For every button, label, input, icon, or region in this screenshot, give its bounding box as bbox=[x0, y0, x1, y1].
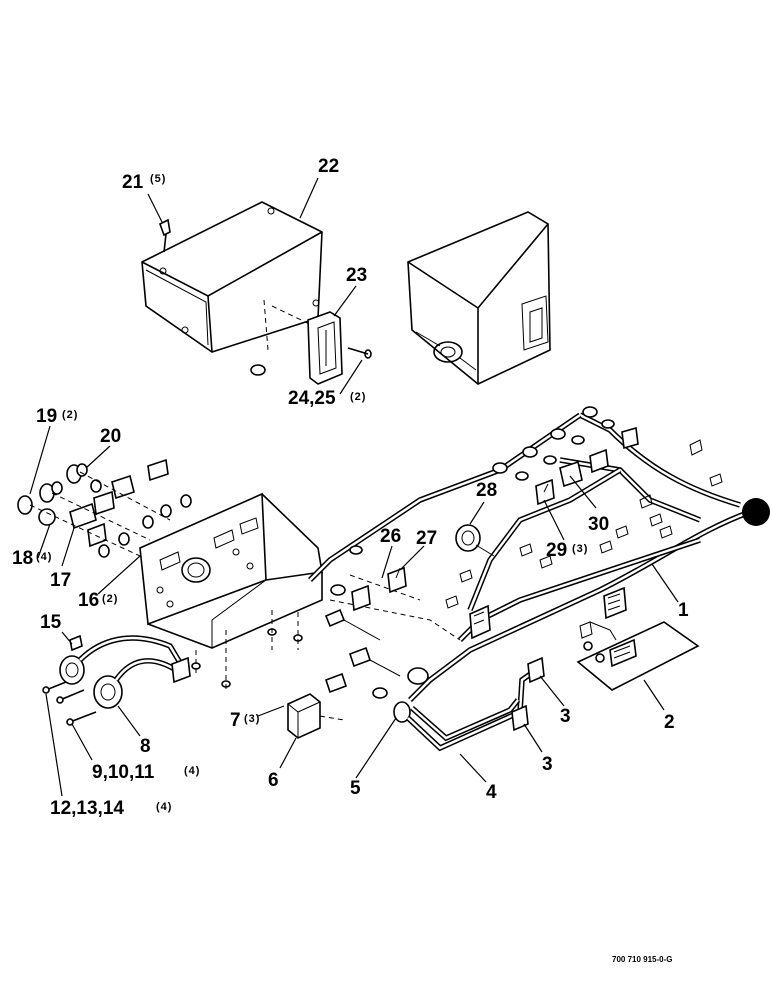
callout-4: 4 bbox=[486, 782, 497, 803]
callout-labels: 21 (5) 22 23 24,25 (2) 19 (2) 20 18 (4) … bbox=[12, 156, 689, 819]
wire-harness-4 bbox=[406, 656, 545, 752]
callout-26: 26 bbox=[380, 526, 401, 547]
callout-8: 8 bbox=[140, 736, 151, 757]
screw-21-icon bbox=[159, 218, 171, 253]
connectors-8-15 bbox=[59, 634, 191, 709]
callout-29-qty: (3) bbox=[572, 543, 588, 555]
circuit-board-2 bbox=[576, 621, 700, 691]
callout-5: 5 bbox=[350, 778, 361, 799]
callout-24-25: 24,25 bbox=[288, 388, 336, 409]
callout-12-13-14-qty: (4) bbox=[156, 801, 172, 813]
callout-24-25-qty: (2) bbox=[350, 391, 366, 403]
callout-6: 6 bbox=[268, 770, 279, 791]
callout-28: 28 bbox=[476, 480, 497, 501]
callout-30: 30 bbox=[588, 514, 609, 535]
callout-23: 23 bbox=[346, 265, 367, 286]
bracket-23-icon bbox=[307, 311, 343, 385]
callout-20: 20 bbox=[100, 426, 121, 447]
mounting-panel bbox=[139, 492, 323, 690]
callout-21-qty: (5) bbox=[150, 173, 166, 185]
callout-15: 15 bbox=[40, 612, 62, 633]
callout-16-qty: (2) bbox=[102, 593, 118, 605]
callout-3a: 3 bbox=[560, 706, 571, 727]
callout-27: 27 bbox=[416, 528, 437, 549]
fuse-holders-7 bbox=[324, 608, 401, 694]
drawing-number: 700 710 915-0-G bbox=[612, 955, 673, 964]
callout-7: 7 bbox=[230, 710, 241, 731]
switch-26-27-icon bbox=[351, 566, 407, 612]
callout-19: 19 bbox=[36, 406, 57, 427]
wire-harness-1 bbox=[308, 412, 770, 702]
callout-3b: 3 bbox=[542, 754, 553, 775]
callout-18-qty: (4) bbox=[36, 551, 52, 563]
screws-9-14 bbox=[42, 681, 97, 726]
callout-16: 16 bbox=[78, 590, 99, 611]
callout-12-13-14: 12,13,14 bbox=[50, 798, 124, 819]
callout-1: 1 bbox=[678, 600, 689, 621]
callout-9-10-11: 9,10,11 bbox=[92, 762, 155, 783]
knobs-switches-group bbox=[17, 458, 192, 558]
buzzer-28-icon bbox=[455, 524, 495, 557]
connector-5-icon bbox=[393, 667, 429, 723]
callout-7-qty: (3) bbox=[244, 713, 260, 725]
switch-30-icon bbox=[559, 426, 639, 488]
screw-24-25-icon bbox=[347, 347, 372, 359]
callout-18: 18 bbox=[12, 548, 33, 569]
callout-21: 21 bbox=[122, 172, 144, 193]
callout-22: 22 bbox=[318, 156, 339, 177]
washer-row bbox=[330, 406, 615, 699]
leader-lines bbox=[29, 177, 679, 797]
relay-6-icon bbox=[287, 693, 345, 739]
callout-29: 29 bbox=[546, 540, 567, 561]
callout-9-10-11-qty: (4) bbox=[184, 765, 200, 777]
callout-19-qty: (2) bbox=[62, 409, 78, 421]
callout-2: 2 bbox=[664, 712, 675, 733]
callout-17: 17 bbox=[50, 570, 71, 591]
switch-29-icon bbox=[535, 478, 555, 506]
assembled-control-box bbox=[407, 211, 551, 385]
